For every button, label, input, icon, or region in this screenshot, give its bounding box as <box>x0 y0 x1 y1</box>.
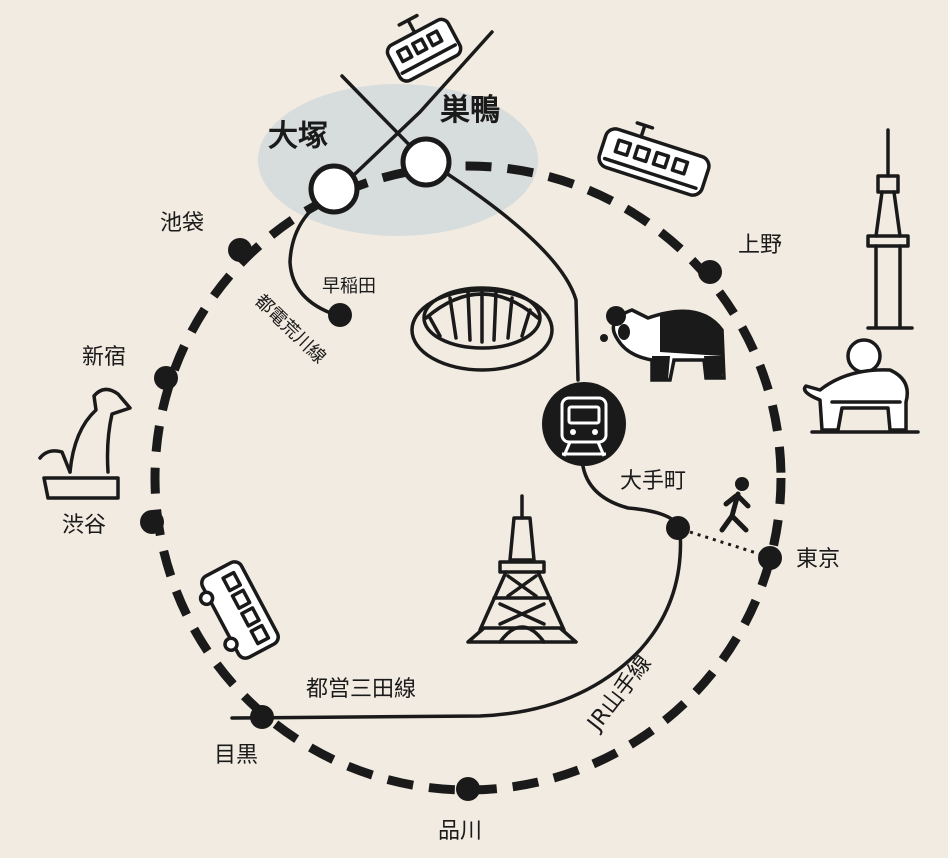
meguro-station-marker[interactable] <box>250 705 274 729</box>
otsuka-station-marker[interactable] <box>308 163 360 215</box>
tokyo-station-marker[interactable] <box>758 546 782 570</box>
mita-line <box>230 158 683 720</box>
arakawa-line-label: 都電荒川線 <box>251 290 330 368</box>
meguro-label: 目黒 <box>214 743 258 768</box>
ikebukuro-label: 池袋 <box>160 211 204 236</box>
train-icon <box>597 121 711 197</box>
otemachi-label: 大手町 <box>620 469 686 494</box>
ikebukuro-station-marker[interactable] <box>228 238 252 262</box>
subway-train-icon <box>542 382 626 466</box>
tokyo-label: 東京 <box>796 547 840 572</box>
sugamo-station-marker[interactable] <box>400 136 452 188</box>
tram-icon <box>385 13 463 83</box>
shibuya-station-marker[interactable] <box>140 510 164 534</box>
panda-icon <box>600 306 726 382</box>
skytree-icon <box>866 128 914 330</box>
mita-line-label: 都営三田線 <box>306 677 416 702</box>
ueno-label: 上野 <box>738 233 782 258</box>
ueno-station-marker[interactable] <box>698 260 722 284</box>
tokyo-tower-icon <box>466 494 578 644</box>
sugamo-label: 巣鴨 <box>440 93 500 128</box>
shinjuku-label: 新宿 <box>82 345 126 370</box>
otsuka-label: 大塚 <box>268 119 328 154</box>
yamanote-line <box>150 161 786 795</box>
dog-statue-icon <box>38 387 132 500</box>
stadium-icon <box>410 286 554 372</box>
walking-person-icon <box>719 477 751 533</box>
waseda-label: 早稲田 <box>322 276 376 297</box>
shibuya-label: 渋谷 <box>62 513 106 538</box>
waseda-station-marker[interactable] <box>328 303 352 327</box>
shinjuku-station-marker[interactable] <box>154 366 178 390</box>
sumo-icon <box>802 338 920 434</box>
bus-icon <box>198 560 280 660</box>
shinagawa-station-marker[interactable] <box>456 777 480 801</box>
otemachi-station-marker[interactable] <box>666 516 690 540</box>
yamanote-line-label: JR山手線 <box>582 651 657 737</box>
shinagawa-label: 品川 <box>438 819 482 844</box>
walk-transfer-line <box>689 530 767 558</box>
